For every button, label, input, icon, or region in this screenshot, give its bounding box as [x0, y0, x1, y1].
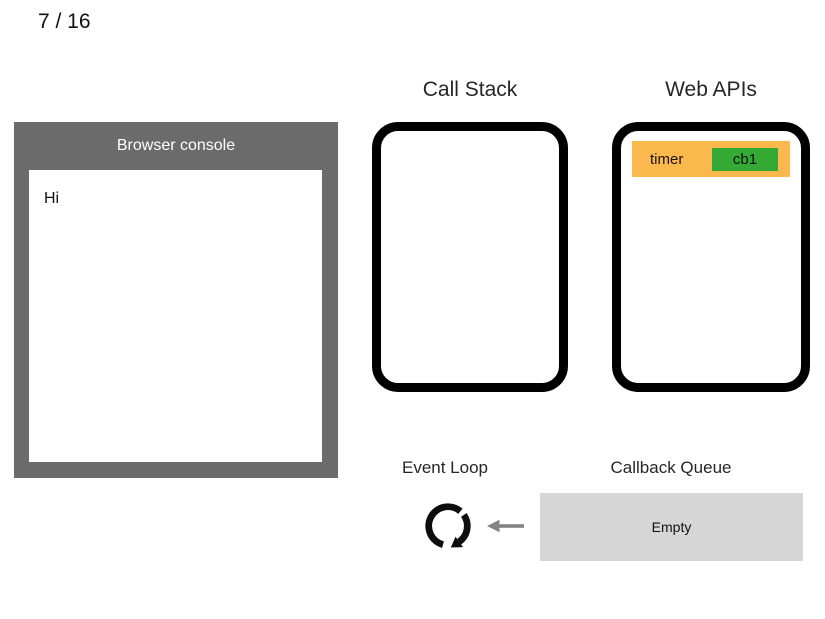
timer-task-label: timer — [650, 151, 684, 168]
event-loop-icon — [425, 503, 471, 548]
call-stack-title: Call Stack — [422, 78, 518, 101]
event-loop-title: Event Loop — [401, 458, 488, 477]
web-apis-box: timer cb1 — [612, 122, 810, 392]
callback-queue-title: Callback Queue — [610, 458, 732, 477]
browser-console-title: Browser console — [116, 137, 236, 154]
web-api-task-row: timer cb1 — [632, 141, 790, 177]
callback-queue-status: Empty — [651, 519, 692, 535]
callback-chip: cb1 — [712, 148, 778, 171]
console-log-line: Hi — [44, 190, 60, 207]
callback-queue-box: Empty — [540, 493, 803, 561]
call-stack-box — [372, 122, 568, 392]
browser-console-output: Hi — [29, 170, 322, 462]
web-apis-title: Web APIs — [665, 78, 757, 101]
queue-to-loop-arrow-icon — [487, 519, 524, 533]
browser-console-panel: Browser console Hi — [14, 122, 338, 478]
slide-counter: 7 / 16 — [38, 10, 91, 33]
